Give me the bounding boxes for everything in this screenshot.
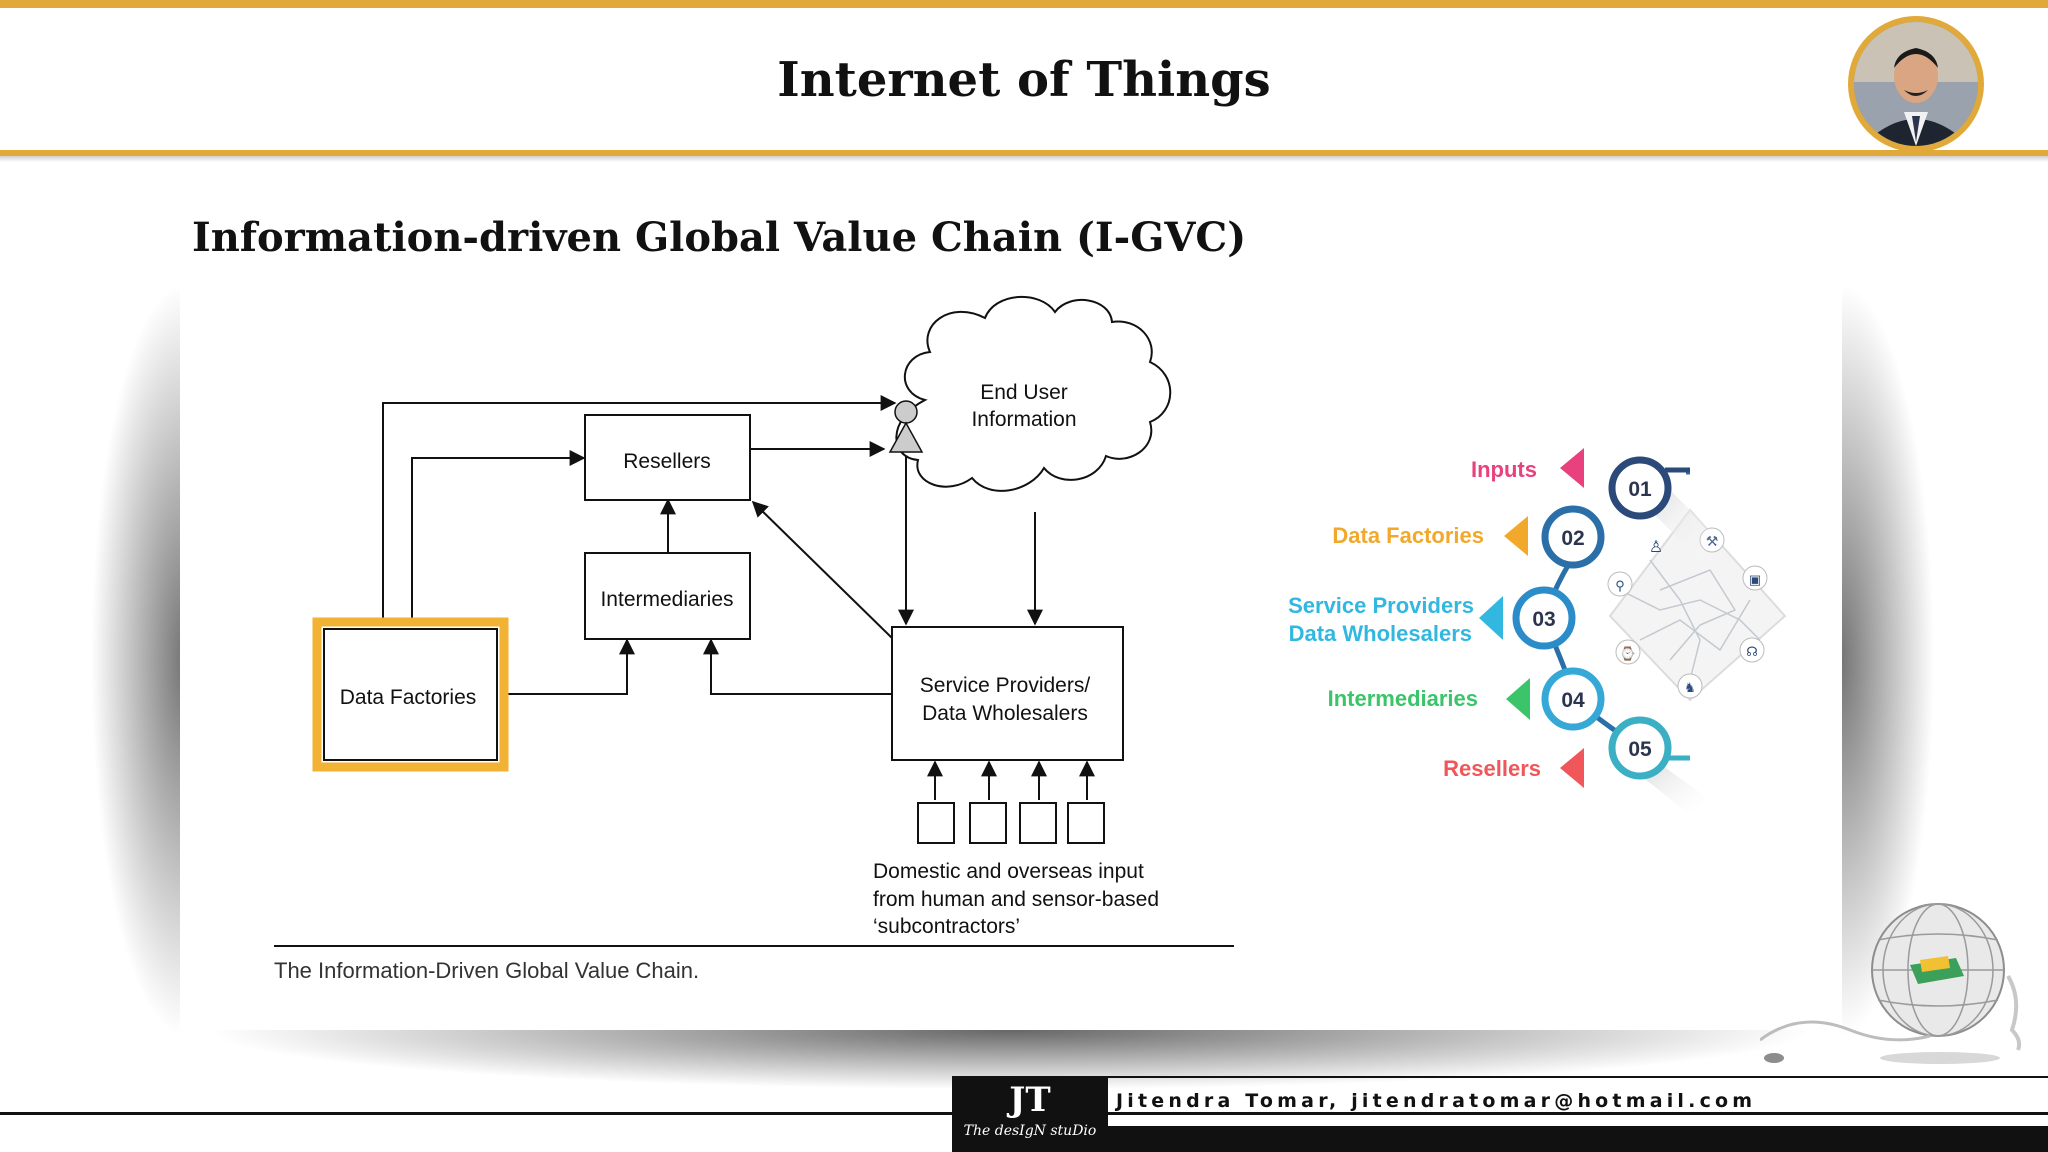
data-factories-label: Data Factories bbox=[340, 686, 477, 709]
inputs-caption-line1: Domestic and overseas input bbox=[873, 860, 1144, 883]
resellers-box bbox=[584, 414, 751, 501]
globe-mouse-decoration bbox=[1760, 903, 2022, 1064]
intermediaries-box bbox=[584, 552, 751, 640]
step-03-number: 03 bbox=[1532, 608, 1555, 631]
presenter-avatar bbox=[1848, 16, 1984, 152]
end-user-label-line1: End User bbox=[980, 381, 1068, 404]
input-box bbox=[969, 802, 1007, 844]
resellers-label: Resellers bbox=[623, 450, 711, 473]
footer-band bbox=[1108, 1126, 2048, 1152]
step-05: 05 bbox=[1608, 716, 1672, 780]
flow-connectors bbox=[382, 395, 1095, 800]
step-05-number: 05 bbox=[1628, 738, 1652, 761]
step-02: 02 bbox=[1541, 505, 1605, 569]
end-user-label-line2: Information bbox=[971, 408, 1076, 431]
data-factories-highlight bbox=[312, 617, 509, 772]
step-03-label-line1: Service Providers bbox=[1288, 593, 1474, 618]
step-02-label: Data Factories bbox=[1332, 523, 1484, 548]
step-02-number: 02 bbox=[1561, 527, 1584, 550]
step-04-number: 04 bbox=[1561, 689, 1585, 712]
studio-logo-mark: JT bbox=[1009, 1080, 1051, 1120]
inputs-caption-line3: ‘subcontractors’ bbox=[873, 915, 1020, 938]
service-providers-label-line1: Service Providers/ bbox=[920, 674, 1091, 697]
header-divider bbox=[0, 150, 2048, 156]
slide-subtitle: Information-driven Global Value Chain (I… bbox=[192, 214, 1247, 261]
footer-credit-rule bbox=[1108, 1076, 2048, 1078]
top-accent-stripe bbox=[0, 0, 2048, 8]
step-04-pointer bbox=[1506, 678, 1530, 720]
service-providers-box bbox=[891, 626, 1124, 761]
author-credit: Jitendra Tomar, jitendratomar@hotmail.co… bbox=[1116, 1090, 1757, 1112]
network-lines bbox=[1619, 559, 1761, 681]
input-box bbox=[1067, 802, 1105, 844]
svg-text:▣: ▣ bbox=[1749, 572, 1761, 587]
studio-logo: JT The desIgN stuDio bbox=[952, 1076, 1108, 1152]
svg-text:⚲: ⚲ bbox=[1615, 578, 1625, 593]
step-02-pointer bbox=[1504, 516, 1528, 556]
end-user-cloud bbox=[895, 296, 1172, 492]
step-03: 03 bbox=[1512, 586, 1576, 650]
stage-shadow-left bbox=[90, 280, 185, 1040]
step-05-pointer bbox=[1560, 748, 1584, 788]
step-01-number: 01 bbox=[1628, 478, 1652, 501]
figure-caption: The Information-Driven Global Value Chai… bbox=[274, 958, 699, 983]
step-04-label: Intermediaries bbox=[1328, 686, 1478, 711]
input-box bbox=[917, 802, 955, 844]
inputs-caption-line2: from human and sensor-based bbox=[873, 888, 1159, 911]
step-01: 01 bbox=[1608, 456, 1672, 520]
step-04: 04 bbox=[1541, 667, 1605, 731]
data-factories-box bbox=[323, 628, 498, 761]
svg-text:♙: ♙ bbox=[1649, 539, 1663, 556]
header-divider-shadow bbox=[0, 156, 2048, 162]
service-providers-label-line2: Data Wholesalers bbox=[922, 702, 1088, 725]
end-user-person-icon bbox=[888, 400, 924, 453]
studio-logo-subtitle: The desIgN stuDio bbox=[963, 1123, 1097, 1139]
slide-title: Internet of Things bbox=[777, 52, 1271, 108]
intermediaries-label: Intermediaries bbox=[600, 588, 733, 611]
step-03-pointer bbox=[1479, 596, 1503, 640]
input-box bbox=[1019, 802, 1057, 844]
step-05-label: Resellers bbox=[1443, 756, 1541, 781]
svg-text:⌚: ⌚ bbox=[1620, 646, 1636, 661]
svg-text:♞: ♞ bbox=[1684, 680, 1696, 695]
step-01-pointer bbox=[1560, 448, 1584, 488]
step-03-label-line2: Data Wholesalers bbox=[1289, 621, 1472, 646]
svg-text:☊: ☊ bbox=[1746, 644, 1758, 659]
step-01-label: Inputs bbox=[1471, 457, 1537, 482]
